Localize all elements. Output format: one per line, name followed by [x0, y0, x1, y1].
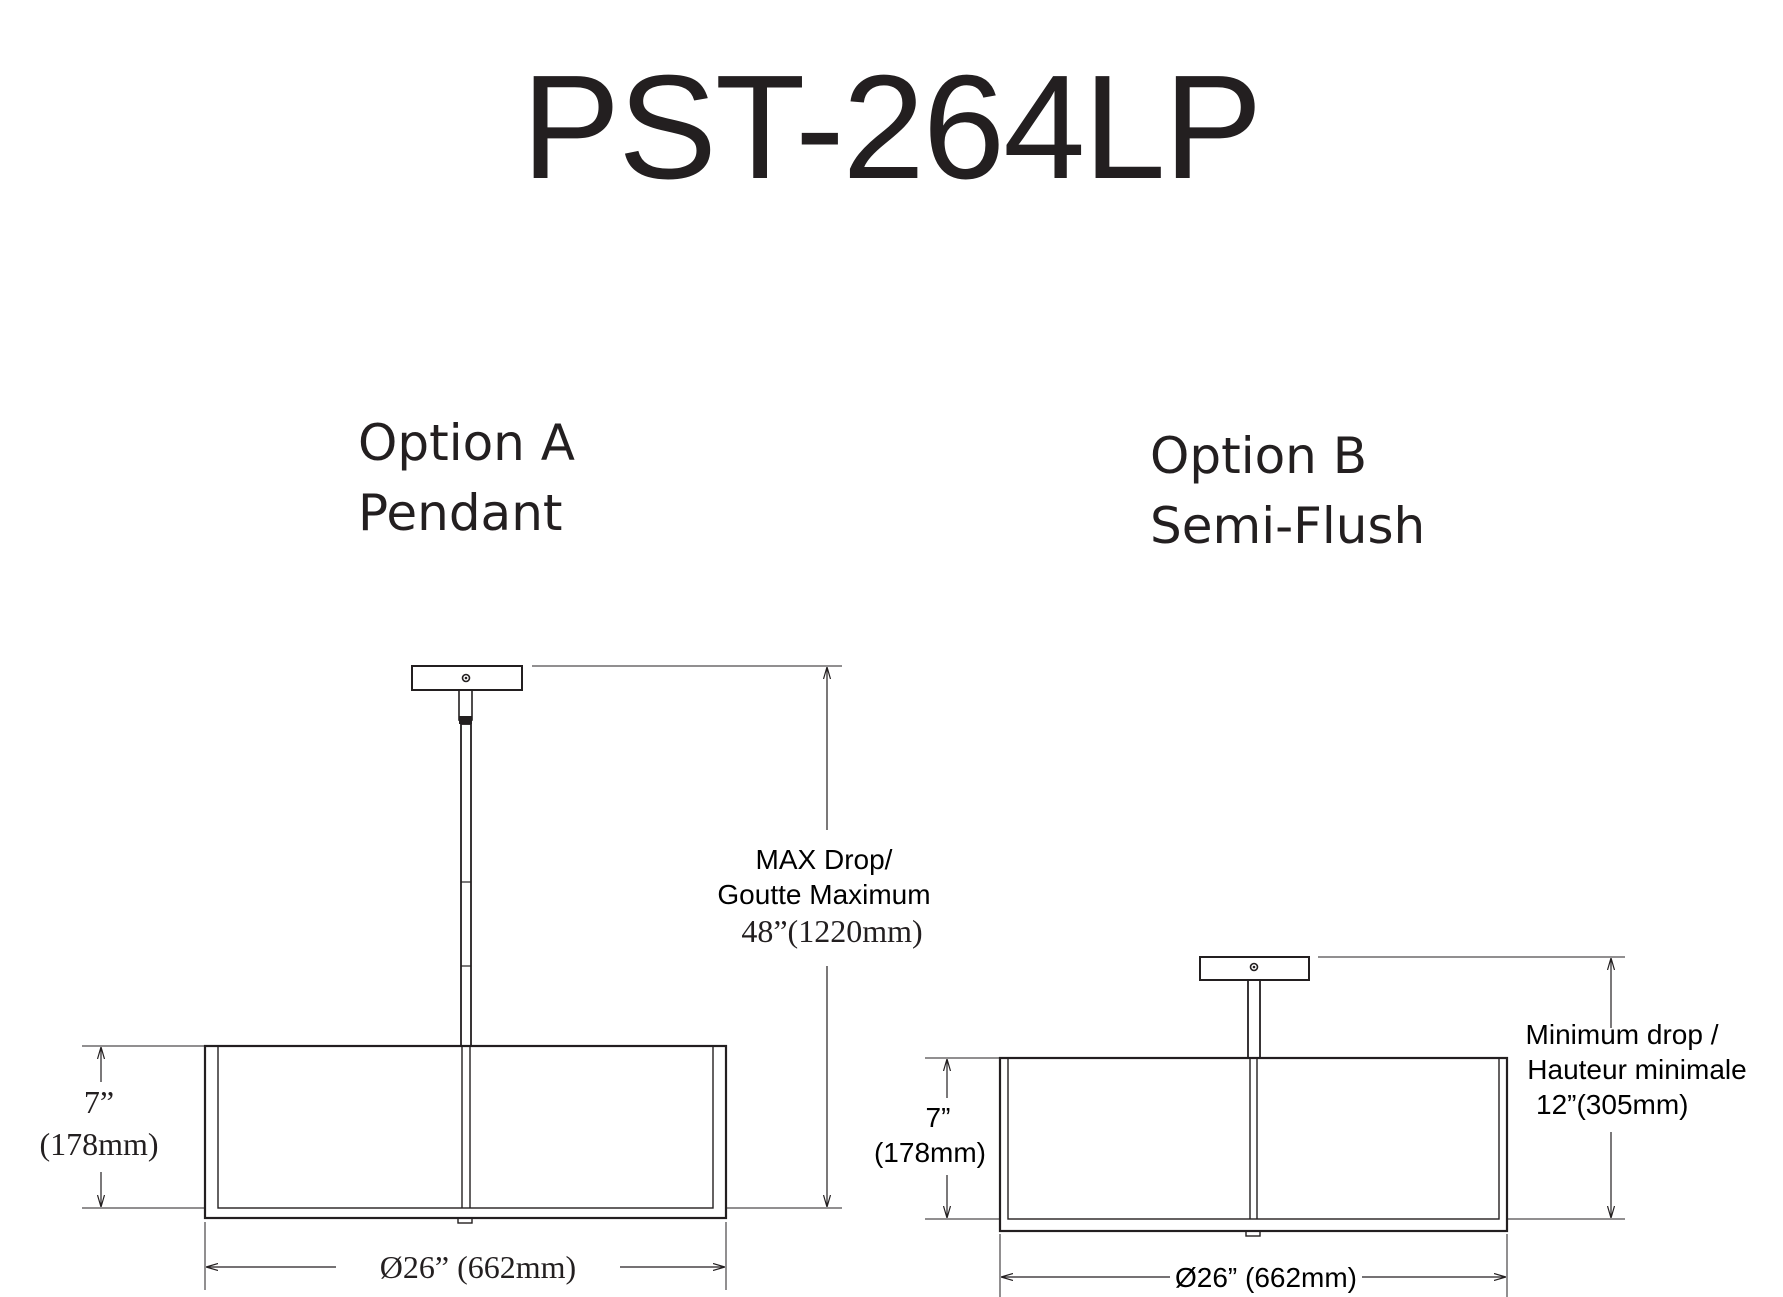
semi-flush-height-metric: (178mm)	[874, 1137, 986, 1168]
option-b-subheading: Semi-Flush	[1150, 497, 1425, 555]
min-drop-value: 12”(305mm)	[1536, 1089, 1688, 1120]
option-b-heading: Option B	[1150, 427, 1367, 485]
pendant-height-imperial: 7”	[84, 1084, 114, 1120]
semi-flush-height-dimension: 7” (178mm)	[874, 1057, 1000, 1220]
pendant-diameter-dimension: Ø26” (662mm)	[204, 1222, 727, 1290]
shade	[203, 1044, 728, 1220]
min-drop-label-en: Minimum drop /	[1526, 1019, 1719, 1050]
option-a-heading: Option A	[358, 414, 575, 472]
pendant-diameter-label: Ø26” (662mm)	[380, 1249, 576, 1285]
product-title: PST-264LP	[522, 45, 1261, 210]
pendant-height-dimension: 7” (178mm)	[39, 1045, 205, 1209]
max-drop-value: 48”(1220mm)	[741, 913, 922, 949]
semi-flush-height-imperial: 7”	[926, 1102, 951, 1133]
max-drop-label-en: MAX Drop/	[756, 844, 893, 875]
stem	[460, 723, 472, 1047]
min-drop-dimension: Minimum drop / Hauteur minimale 12”(305m…	[1318, 956, 1747, 1220]
min-drop-label-fr: Hauteur minimale	[1527, 1054, 1746, 1085]
semi-flush-diameter-dimension: Ø26” (662mm)	[999, 1234, 1508, 1297]
semi-flush-fixture	[998, 956, 1509, 1237]
max-drop-dimension: MAX Drop/ Goutte Maximum 48”(1220mm)	[532, 665, 931, 1209]
pendant-height-metric: (178mm)	[39, 1126, 158, 1162]
option-a-subheading: Pendant	[358, 484, 563, 542]
canopy	[1199, 956, 1310, 981]
semi-flush-diameter-label: Ø26” (662mm)	[1175, 1262, 1357, 1293]
shade	[998, 1056, 1509, 1233]
stem	[1247, 979, 1261, 1059]
pendant-fixture	[203, 665, 728, 1224]
max-drop-label-fr: Goutte Maximum	[717, 879, 930, 910]
